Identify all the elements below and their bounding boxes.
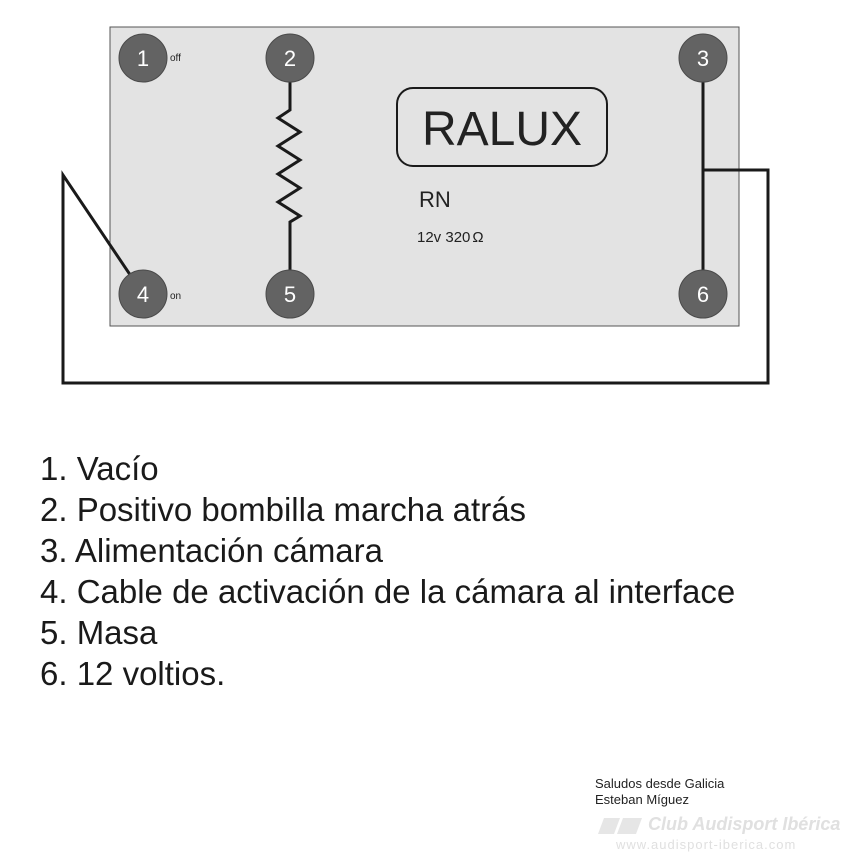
- pin-3-number: 3: [697, 46, 709, 71]
- pin-6-terminal: [678, 269, 728, 319]
- pin-5-terminal: [265, 269, 315, 319]
- pin-4-terminal: [118, 269, 168, 319]
- legend-item-2: 2. Positivo bombilla marcha atrás: [40, 491, 527, 528]
- watermark: Club Audisport Ibérica www.audisport-ibe…: [598, 814, 843, 854]
- legend-item-6: 6. 12 voltios.: [40, 655, 226, 692]
- signature-author: Esteban Míguez: [595, 792, 689, 807]
- watermark-logo-icon: [598, 818, 642, 834]
- pin-3-terminal: [678, 33, 728, 83]
- brand-name: RALUX: [422, 103, 582, 156]
- watermark-name: Club Audisport Ibérica: [648, 814, 841, 834]
- pin-3: 3: [678, 33, 728, 83]
- pin-2: 2: [265, 33, 315, 83]
- legend-item-4: 4. Cable de activación de la cámara al i…: [40, 573, 736, 610]
- pin-4-state: on: [170, 291, 181, 302]
- pin-legend: 1. Vacío 2. Positivo bombilla marcha atr…: [40, 448, 735, 694]
- watermark-url: www.audisport-iberica.com: [616, 837, 797, 852]
- relay-spec-value: 12v 320: [417, 229, 470, 246]
- relay-model: RN: [419, 187, 451, 212]
- ohm-symbol: Ω: [472, 229, 483, 246]
- brand-box: [396, 87, 608, 167]
- pin-6: 6: [678, 269, 728, 319]
- pin-1-terminal: [118, 33, 168, 83]
- relay-body: [109, 26, 740, 327]
- pin-5: 5: [265, 269, 315, 319]
- legend-item-5: 5. Masa: [40, 614, 158, 651]
- pin-5-number: 5: [284, 282, 296, 307]
- external-loop-wire: [61, 168, 770, 385]
- pin-1-state: off: [170, 53, 181, 64]
- signature-greeting: Saludos desde Galicia: [595, 776, 725, 791]
- pin-1-number: 1: [137, 46, 149, 71]
- pin-4-number: 4: [137, 282, 149, 307]
- legend-item-3: 3. Alimentación cámara: [40, 532, 384, 569]
- pin-2-terminal: [265, 33, 315, 83]
- signature: Saludos desde Galicia Esteban Míguez: [595, 776, 724, 808]
- pin-6-number: 6: [697, 282, 709, 307]
- pin-4: 4 on: [118, 269, 181, 319]
- coil-resistor: [275, 58, 303, 294]
- pin-2-number: 2: [284, 46, 296, 71]
- pin-1: 1 off: [118, 33, 181, 83]
- legend-item-1: 1. Vacío: [40, 450, 159, 487]
